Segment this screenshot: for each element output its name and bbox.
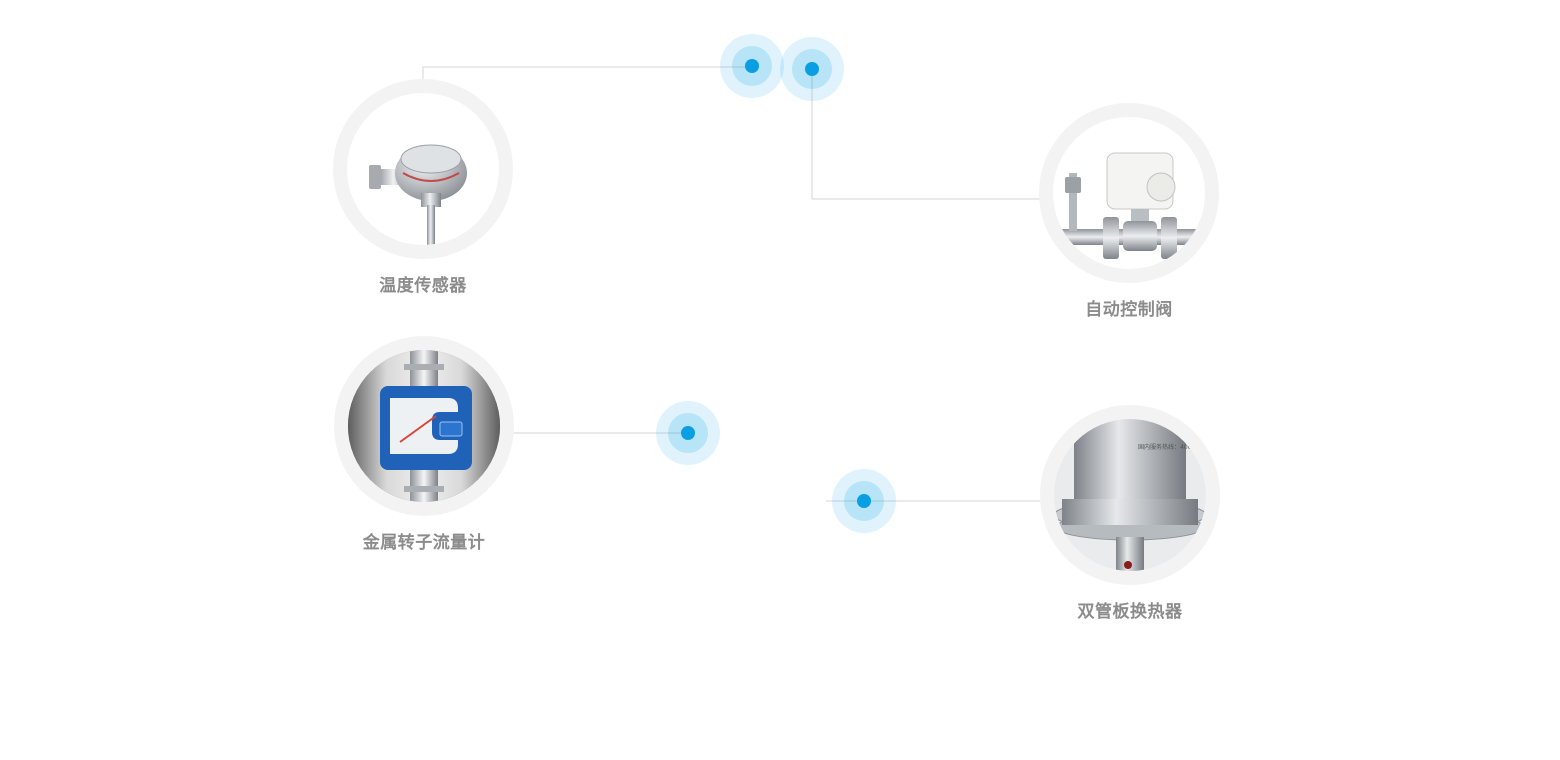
product-label: 温度传感器 bbox=[379, 276, 467, 295]
product-disc[interactable] bbox=[333, 79, 513, 259]
hotspot-heat-exchanger[interactable] bbox=[832, 469, 896, 533]
heat-exchanger-icon: 国内服务热线：400 bbox=[1054, 419, 1206, 571]
connector-control-valve bbox=[811, 69, 1056, 200]
product-label: 金属转子流量计 bbox=[362, 533, 486, 552]
hotspot-control-valve[interactable] bbox=[780, 37, 844, 101]
hotspot-dot bbox=[805, 62, 819, 76]
product-image-frame: 国内服务热线：400 bbox=[1054, 419, 1206, 571]
control-valve-icon bbox=[1053, 152, 1205, 259]
product-flow-meter[interactable]: 金属转子流量计 bbox=[334, 336, 514, 553]
product-label: 自动控制阀 bbox=[1085, 300, 1173, 319]
heat-exchanger-caption: 国内服务热线：400 bbox=[1138, 443, 1192, 451]
hotspot-dot bbox=[745, 59, 759, 73]
hotspot-flow-meter[interactable] bbox=[656, 401, 720, 465]
hotspot-dot bbox=[681, 426, 695, 440]
product-disc[interactable] bbox=[1039, 103, 1219, 283]
product-image-frame bbox=[1053, 117, 1205, 269]
product-label: 双管板换热器 bbox=[1077, 602, 1183, 621]
product-disc[interactable]: 国内服务热线：400 bbox=[1040, 405, 1220, 585]
product-image-frame bbox=[347, 93, 499, 245]
product-image-frame bbox=[348, 350, 500, 502]
product-temperature-sensor[interactable]: 温度传感器 bbox=[333, 79, 513, 296]
product-heat-exchanger[interactable]: 国内服务热线：400 双管板换热器 bbox=[1040, 405, 1220, 622]
flow-meter-icon bbox=[348, 350, 500, 502]
hotspot-dot bbox=[857, 494, 871, 508]
product-disc[interactable] bbox=[334, 336, 514, 516]
temperature-sensor-icon bbox=[369, 144, 467, 245]
hotspot-temperature-sensor[interactable] bbox=[720, 34, 784, 98]
product-control-valve[interactable]: 自动控制阀 bbox=[1039, 103, 1219, 320]
